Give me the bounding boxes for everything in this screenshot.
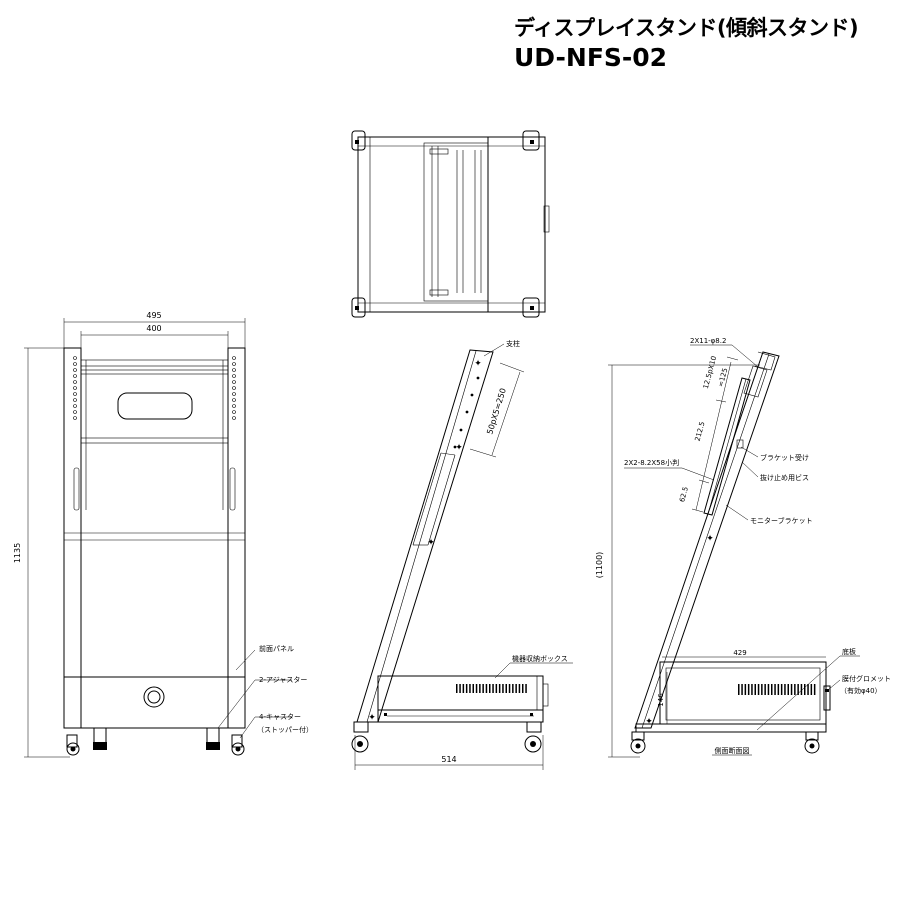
side-view: ✦ ✦ ✦ ✦ 支柱 50pX5=250 機器収納ボックス — [351, 339, 573, 770]
section-mark-2: ✦ — [645, 717, 653, 727]
section-dim-screw: 2X2-8.2X58小判 — [624, 458, 679, 467]
side-mark-1: ✦ — [474, 359, 482, 369]
label-front-panel: 前面パネル — [259, 644, 294, 653]
side-mark-2: ✦ — [455, 443, 463, 453]
top-view-frame — [423, 142, 489, 302]
section-dim-pitch: 12.5pX10 — [702, 355, 718, 390]
top-view — [351, 130, 550, 318]
front-handle-slot — [117, 392, 193, 420]
caster-bottom-right — [522, 297, 540, 318]
title-model-number: UD-NFS-02 — [514, 43, 668, 72]
section-caption: 側面断面図 — [715, 746, 750, 755]
caster-top-right — [522, 130, 540, 151]
section-dim-146: 146 — [657, 693, 665, 707]
front-left-post — [63, 347, 82, 729]
label-monitor-bracket: モニターブラケット — [750, 516, 813, 525]
side-dim-depth: 514 — [441, 755, 456, 764]
label-equipment-box: 機器収納ボックス — [512, 654, 568, 663]
side-mark-3: ✦ — [427, 538, 435, 548]
front-dim-height: 1135 — [13, 543, 22, 563]
front-post-holes — [73, 356, 236, 420]
side-inclined-post — [356, 349, 494, 723]
label-bracket-receiver: ブラケット受け — [760, 453, 809, 462]
side-caster-right — [526, 721, 542, 733]
side-caster-left — [353, 721, 369, 733]
section-caster-left — [631, 731, 645, 741]
side-base — [377, 709, 544, 723]
section-view: ✦ ✦ (1100) 12.5pX10 =125 212.5 62.5 2X11… — [595, 337, 891, 758]
label-grommet-note: （有効φ40） — [840, 686, 882, 695]
side-mark-4: ✦ — [368, 713, 376, 723]
label-caster: 4-キャスター — [259, 712, 301, 721]
front-dim-width-inner: 400 — [146, 324, 161, 333]
front-dim-width-outer: 495 — [146, 311, 161, 320]
label-caster-note: （ストッパー付） — [257, 725, 313, 734]
label-bottom-plate: 底板 — [842, 647, 856, 656]
section-base — [635, 723, 827, 733]
section-inclined-post — [634, 351, 780, 729]
caster-top-left — [351, 130, 366, 151]
section-monitor-bracket — [703, 377, 751, 516]
label-grommet: 膜付グロメット — [842, 674, 891, 683]
side-vent-slots — [456, 684, 527, 693]
section-dim-625: 62.5 — [678, 486, 690, 503]
section-mark-1: ✦ — [706, 534, 714, 544]
caster-bottom-left — [351, 297, 366, 318]
top-view-outline — [357, 136, 546, 313]
section-dim-2125: 212.5 — [694, 421, 707, 442]
side-dim-pitch: 50pX5=250 — [485, 387, 508, 435]
section-vent-slots — [738, 684, 816, 695]
front-equipment-box — [63, 676, 246, 729]
section-dim-hole: 2X11-φ8.2 — [690, 337, 726, 345]
section-dim-height: (1100) — [595, 552, 604, 579]
label-post: 支柱 — [506, 339, 520, 348]
front-right-post — [227, 347, 246, 729]
section-caster-right — [805, 731, 819, 741]
grommet-icon — [143, 686, 165, 708]
label-adjuster: 2-アジャスター — [259, 675, 307, 684]
title-line-1: ディスプレイスタンド(傾斜スタンド) — [514, 16, 859, 40]
grommet-side-icon — [823, 685, 831, 711]
label-retaining-screw: 抜け止め用ビス — [760, 473, 809, 482]
section-dim-429: 429 — [733, 649, 746, 657]
front-view: 495 400 1135 — [13, 311, 313, 758]
